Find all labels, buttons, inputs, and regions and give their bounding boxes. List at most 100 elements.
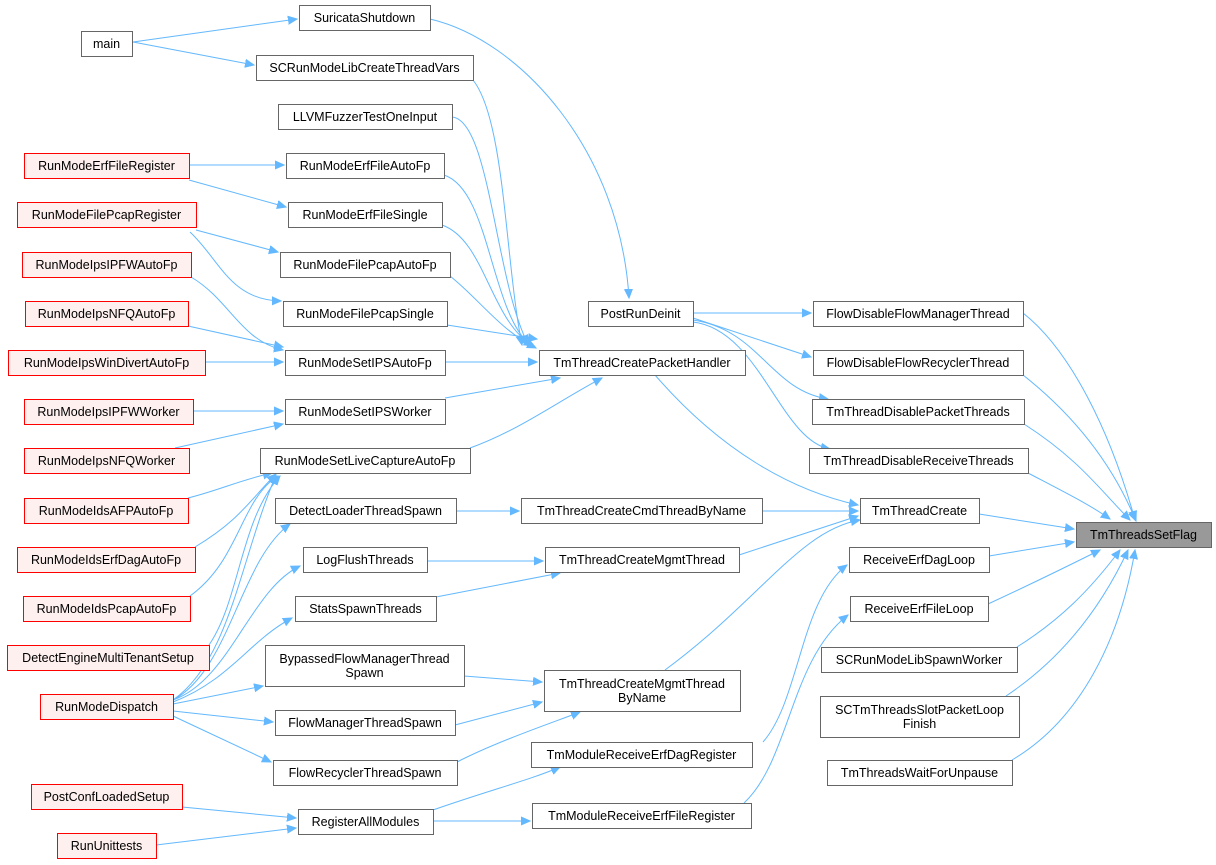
node-label: main	[93, 37, 120, 51]
node-tmthreads-setflag[interactable]: TmThreadsSetFlag	[1076, 522, 1212, 548]
call-edge	[978, 513, 1074, 529]
node-runmode-dispatch[interactable]: RunModeDispatch	[40, 694, 174, 720]
node-runmode-erffile-register[interactable]: RunModeErfFileRegister	[24, 153, 190, 179]
call-edge	[451, 116, 528, 344]
node-runmode-filepcap-single[interactable]: RunModeFilePcapSingle	[283, 301, 448, 327]
node-tmthread-create-mgmtthread[interactable]: TmThreadCreateMgmtThread	[545, 547, 740, 573]
node-box	[821, 647, 1018, 673]
node-stats-spawn-threads[interactable]: StatsSpawnThreads	[295, 596, 437, 622]
node-runmode-erffile-autofp[interactable]: RunModeErfFileAutoFp	[286, 153, 445, 179]
node-runmode-ipsipfw-autofp[interactable]: RunModeIpsIPFWAutoFp	[22, 252, 192, 278]
node-label: RunModeIpsIPFWWorker	[37, 405, 179, 419]
node-tmthreads-wait-for-unpause[interactable]: TmThreadsWaitForUnpause	[827, 760, 1013, 786]
call-edge	[181, 806, 296, 818]
node-box	[298, 809, 434, 835]
node-postconf-loaded-setup[interactable]: PostConfLoadedSetup	[31, 784, 183, 810]
node-label: TmModuleReceiveErfFileRegister	[548, 809, 735, 823]
node-flowmanager-thread-spawn[interactable]: FlowManagerThreadSpawn	[275, 710, 456, 736]
node-tmthread-create-packet-handler[interactable]: TmThreadCreatePacketHandler	[539, 350, 746, 376]
node-runmode-filepcap-autofp[interactable]: RunModeFilePcapAutoFp	[280, 252, 451, 278]
node-runmode-ipsnfq-worker[interactable]: RunModeIpsNFQWorker	[24, 448, 190, 474]
node-label: DetectEngineMultiTenantSetup	[22, 651, 194, 665]
node-runmode-setlivecapture-autofp[interactable]: RunModeSetLiveCaptureAutoFp	[260, 448, 471, 474]
node-flow-disable-flowrecycler-thread[interactable]: FlowDisableFlowRecyclerThread	[813, 350, 1024, 376]
node-register-all-modules[interactable]: RegisterAllModules	[298, 809, 434, 835]
call-edge	[463, 675, 542, 682]
node-tmmodule-receive-erffile-register[interactable]: TmModuleReceiveErfFileRegister	[532, 803, 752, 829]
node-label: TmThreadsSetFlag	[1090, 528, 1197, 542]
node-box	[544, 670, 741, 712]
node-runmode-setips-autofp[interactable]: RunModeSetIPSAutoFp	[285, 350, 446, 376]
node-scrunmode-lib-create[interactable]: SCRunModeLibCreateThreadVars	[256, 55, 474, 81]
node-box	[285, 399, 446, 425]
call-edge	[190, 276, 283, 350]
node-flow-disable-flowmanager-thread[interactable]: FlowDisableFlowManagerThread	[813, 301, 1024, 327]
node-label: TmThreadDisableReceiveThreads	[823, 454, 1013, 468]
call-edge	[189, 231, 281, 301]
node-receive-erffile-loop[interactable]: ReceiveErfFileLoop	[850, 596, 989, 622]
node-box	[827, 760, 1013, 786]
call-edge	[738, 516, 858, 556]
node-runmode-setips-worker[interactable]: RunModeSetIPSWorker	[285, 399, 446, 425]
node-tmthread-disable-receive-threads[interactable]: TmThreadDisableReceiveThreads	[809, 448, 1029, 474]
node-runmode-ipswindivert-autofp[interactable]: RunModeIpsWinDivertAutoFp	[8, 350, 206, 376]
node-box	[283, 301, 448, 327]
node-box	[24, 498, 189, 524]
node-runmode-ipsipfw-worker[interactable]: RunModeIpsIPFWWorker	[24, 399, 194, 425]
node-detect-engine-multitenant[interactable]: DetectEngineMultiTenantSetup	[7, 645, 210, 671]
call-edge	[132, 19, 297, 43]
node-tmthread-create-cmdthread-byname[interactable]: TmThreadCreateCmdThreadByName	[521, 498, 763, 524]
node-receive-erfdag-loop[interactable]: ReceiveErfDagLoop	[849, 547, 990, 573]
node-label: RunModeIdsErfDagAutoFp	[31, 553, 181, 567]
call-edge	[743, 615, 848, 804]
node-flowrecycler-thread-spawn[interactable]: FlowRecyclerThreadSpawn	[273, 760, 458, 786]
node-box	[521, 498, 763, 524]
node-runmode-erffile-single[interactable]: RunModeErfFileSingle	[288, 202, 443, 228]
node-box	[22, 252, 192, 278]
call-edge	[188, 179, 286, 207]
node-tmthread-create[interactable]: TmThreadCreate	[860, 498, 980, 524]
node-tmmodule-receive-erfdag-register[interactable]: TmModuleReceiveErfDagRegister	[531, 742, 753, 768]
call-edge	[172, 524, 290, 701]
node-runmode-ipsnfq-autofp[interactable]: RunModeIpsNFQAutoFp	[25, 301, 189, 327]
call-edge	[762, 565, 847, 743]
call-edge	[172, 566, 300, 701]
node-label: RunModeIdsPcapAutoFp	[37, 602, 177, 616]
node-suricata-shutdown[interactable]: SuricataShutdown	[299, 5, 431, 31]
call-edge	[208, 476, 280, 646]
node-label: RunUnittests	[71, 839, 143, 853]
call-edge	[189, 476, 278, 597]
node-llvm-fuzzer[interactable]: LLVMFuzzerTestOneInput	[278, 104, 453, 130]
function-nodes: main SuricataShutdownSCRunModeLibCreateTh…	[7, 5, 1212, 859]
node-detect-loader-thread-spawn[interactable]: DetectLoaderThreadSpawn	[275, 498, 457, 524]
call-edge	[446, 324, 537, 339]
node-box	[539, 350, 746, 376]
node-scrunmode-lib-spawn-worker[interactable]: SCRunModeLibSpawnWorker	[821, 647, 1018, 673]
node-box	[303, 547, 428, 573]
node-label: ByName	[618, 691, 666, 705]
call-edge	[1005, 550, 1128, 697]
call-edge	[449, 275, 536, 348]
call-edge	[174, 424, 283, 449]
node-post-run-deinit[interactable]: PostRunDeinit	[588, 301, 694, 327]
node-runmode-idspcap-autofp[interactable]: RunModeIdsPcapAutoFp	[23, 596, 191, 622]
node-label: LogFlushThreads	[316, 553, 413, 567]
node-box	[273, 760, 458, 786]
node-tmthread-disable-packet-threads[interactable]: TmThreadDisablePacketThreads	[812, 399, 1025, 425]
node-box	[275, 498, 457, 524]
call-edge	[1011, 550, 1135, 761]
node-label: FlowManagerThreadSpawn	[288, 716, 442, 730]
node-box	[25, 301, 189, 327]
node-box	[24, 448, 190, 474]
node-main[interactable]: main	[81, 31, 133, 57]
node-runmode-filepcap-register[interactable]: RunModeFilePcapRegister	[17, 202, 197, 228]
node-runmode-idserfdag-autofp[interactable]: RunModeIdsErfDagAutoFp	[17, 547, 196, 573]
node-run-unittests[interactable]: RunUnittests	[57, 833, 157, 859]
node-runmode-idsafp-autofp[interactable]: RunModeIdsAFPAutoFp	[24, 498, 189, 524]
call-edge	[1027, 472, 1110, 519]
call-edge	[1022, 374, 1136, 521]
node-logflush-threads[interactable]: LogFlushThreads	[303, 547, 428, 573]
